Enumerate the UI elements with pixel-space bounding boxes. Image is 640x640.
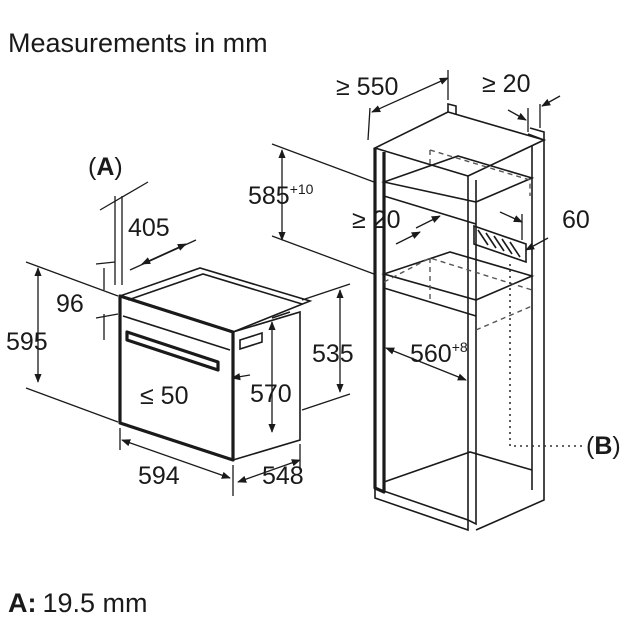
svg-text:570: 570: [250, 380, 292, 408]
svg-text:594: 594: [138, 462, 180, 490]
cabinet-right-post: [467, 176, 477, 526]
svg-text:535: 535: [312, 340, 354, 368]
cabinet-left-post: [373, 148, 386, 494]
svg-text:96: 96: [56, 290, 84, 318]
callout-b: (B): [586, 432, 621, 460]
cabinet-upper-shelf: [381, 155, 535, 203]
dim-535: 535: [301, 283, 354, 411]
dim-595: 595: [6, 261, 119, 423]
oven-side: [232, 310, 301, 461]
dim-594: 594: [119, 428, 234, 496]
dim-60: 60: [499, 206, 590, 251]
svg-text:≤ 50: ≤ 50: [140, 382, 188, 410]
callout-a: (A): [88, 153, 149, 285]
svg-text:405: 405: [128, 214, 170, 242]
dim-ge-20-vent: ≥ 20: [352, 206, 441, 245]
dim-548: 548: [237, 444, 304, 490]
svg-text:585+10: 585+10: [248, 181, 314, 210]
cabinet-base: [374, 486, 469, 532]
cabinet-side: [475, 140, 545, 531]
svg-text:≥ 20: ≥ 20: [482, 70, 530, 98]
cabinet-drawing: [372, 102, 582, 532]
oven-drawing: [118, 267, 313, 462]
dim-ge-550: ≥ 550: [336, 70, 449, 141]
diagram-title: Measurements in mm: [8, 28, 268, 58]
oven-top: [119, 267, 313, 333]
cabinet-top: [372, 111, 547, 177]
footnote: A:19.5 mm: [8, 588, 148, 618]
svg-text:560+8: 560+8: [410, 339, 468, 368]
svg-text:60: 60: [562, 206, 590, 234]
svg-text:(A): (A): [88, 153, 123, 181]
dim-585: 585+10: [248, 143, 375, 275]
svg-text:A:19.5 mm: A:19.5 mm: [8, 588, 148, 618]
svg-text:548: 548: [262, 462, 304, 490]
dim-405: 405: [128, 214, 197, 271]
oven-door-handle: [125, 330, 220, 372]
dim-570: 570: [250, 321, 292, 433]
svg-text:(B): (B): [586, 432, 621, 460]
svg-text:≥ 20: ≥ 20: [352, 206, 400, 234]
svg-text:595: 595: [6, 328, 48, 356]
svg-text:≥ 550: ≥ 550: [336, 73, 398, 101]
cabinet-vent: [473, 224, 527, 264]
dim-le-50: ≤ 50: [140, 373, 251, 410]
dim-ge-20-top: ≥ 20: [482, 70, 561, 132]
dim-560: 560+8: [385, 339, 468, 381]
dim-96: 96: [56, 261, 119, 340]
